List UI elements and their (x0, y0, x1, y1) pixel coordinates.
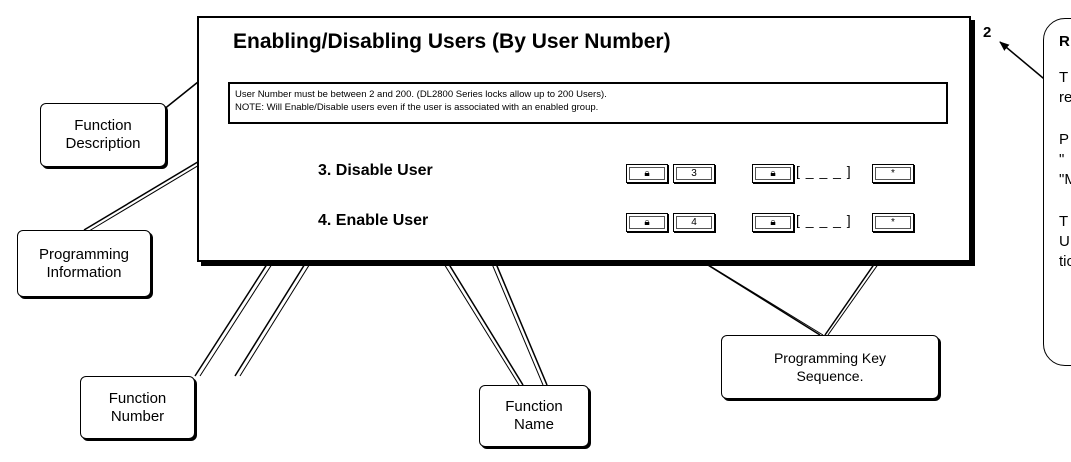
right-panel-line: " (1059, 151, 1065, 168)
page-number: 2 (983, 24, 992, 41)
lock-programming-key-icon: 🔒︎ (752, 213, 794, 232)
star-key-icon: * (872, 213, 914, 232)
digit-key: 3 (673, 164, 715, 183)
programming-information-box: User Number must be between 2 and 200. (… (228, 82, 948, 124)
lock-programming-key-icon: 🔒︎ (752, 164, 794, 183)
page-title: Enabling/Disabling Users (By User Number… (233, 30, 671, 53)
right-panel-line: re (1059, 89, 1071, 106)
function-panel (197, 16, 971, 262)
user-number-entry: [ _ _ _ ] (796, 212, 852, 228)
info-line-2: NOTE: Will Enable/Disable users even if … (235, 102, 599, 113)
star-key-icon: * (872, 164, 914, 183)
function-enable-user: 4. Enable User (318, 212, 429, 229)
user-number-entry: [ _ _ _ ] (796, 163, 852, 179)
right-panel-line: tio (1059, 253, 1071, 270)
callout-function-name: Function Name (479, 385, 589, 447)
callout-programming-information: Programming Information (17, 230, 151, 297)
digit-key: 4 (673, 213, 715, 232)
right-panel-line: "M (1059, 171, 1071, 188)
callout-function-description: Function Description (40, 103, 166, 167)
right-panel-line: T (1059, 213, 1069, 230)
right-panel-line: T (1059, 69, 1069, 86)
right-panel-line: R (1059, 33, 1070, 50)
callout-programming-key-sequence: Programming Key Sequence. (721, 335, 939, 399)
function-disable-user: 3. Disable User (318, 162, 433, 179)
right-info-panel: R T re P " "M T U tio (1043, 18, 1071, 366)
lock-programming-key-icon: 🔒︎ (626, 213, 668, 232)
lock-programming-key-icon: 🔒︎ (626, 164, 668, 183)
info-line-1: User Number must be between 2 and 200. (… (235, 89, 607, 100)
callout-function-number: Function Number (80, 376, 195, 439)
right-panel-line: P (1059, 131, 1070, 148)
right-panel-line: U (1059, 233, 1070, 250)
